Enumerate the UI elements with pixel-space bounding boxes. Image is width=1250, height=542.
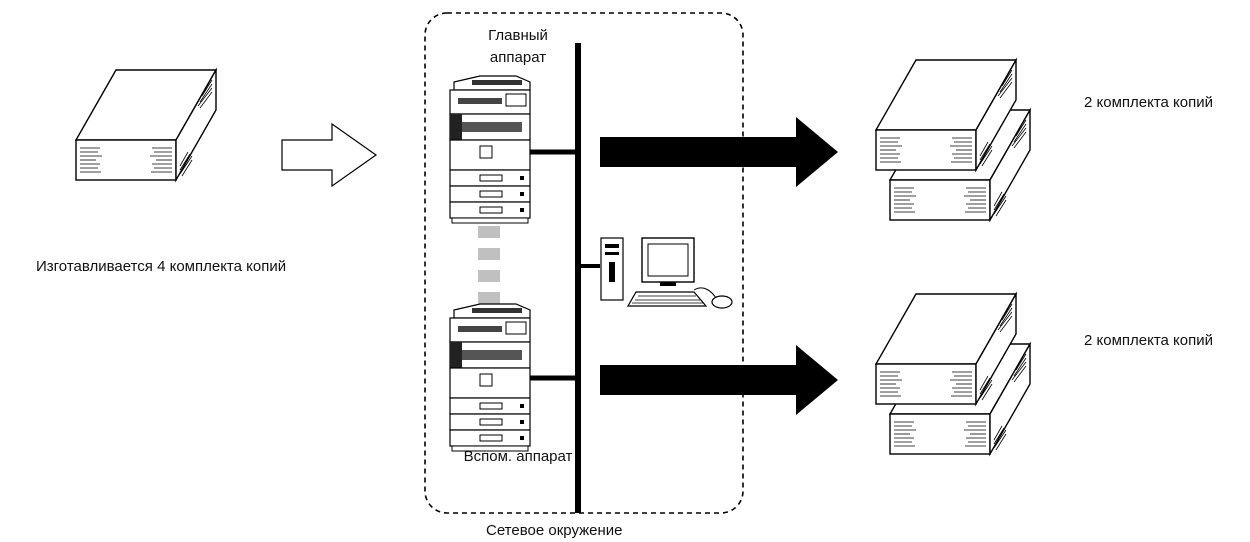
output-arrow-1-icon <box>600 117 838 187</box>
aux-copier-icon <box>449 303 531 452</box>
source-paper-stack-icon <box>75 69 217 181</box>
output-label-2: 2 комплекта копий <box>1084 332 1214 349</box>
aux-device-label: Вспом. аппарат <box>463 448 573 465</box>
hollow-arrow-icon <box>281 122 378 188</box>
network-boundary <box>424 12 744 514</box>
output-label-1: 2 комплекта копий <box>1084 94 1214 111</box>
computer-icon <box>600 237 733 309</box>
main-copier-icon <box>449 75 531 224</box>
network-label: Сетевое окружение <box>486 522 623 539</box>
output-stack-2-icon <box>875 293 1031 455</box>
device-link-dashes <box>478 226 500 304</box>
main-device-label: Главный аппарат <box>488 27 548 66</box>
output-stack-1-icon <box>875 59 1031 221</box>
source-label: Изготавливается 4 комплекта копий <box>36 258 287 275</box>
output-arrow-2-icon <box>600 345 838 415</box>
